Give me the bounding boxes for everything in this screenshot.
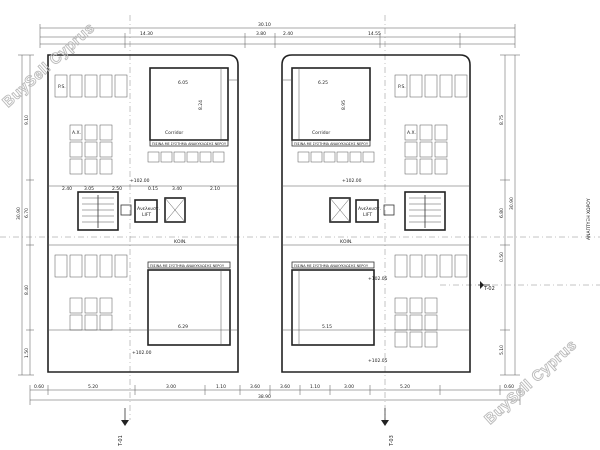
right-storage-row	[297, 151, 375, 163]
dim-bottom-9: 5.20	[400, 384, 410, 390]
level-mark-4: +102.05	[368, 276, 388, 282]
room-dim-right-lower-w: 5.15	[322, 324, 332, 330]
room-dim-right-upper-h: 8.95	[341, 100, 347, 110]
bottom-dimension-lines	[29, 385, 521, 405]
parking-label: P.S.	[58, 84, 66, 90]
right-building	[281, 54, 471, 373]
storage-label: Α.Χ.	[72, 130, 81, 136]
lift-label-left: Ανελκυστ.	[137, 206, 160, 212]
dim-left-1: 9.10	[24, 115, 30, 125]
left-upper-parking	[54, 74, 128, 175]
dim-right-4: 5.10	[499, 345, 505, 355]
section-label-bottom-right: T-03	[389, 435, 395, 447]
dim-right-1: 8.75	[499, 115, 505, 125]
lift-sub-right: LIFT	[363, 212, 372, 218]
pool-label-right-upper: ΠΙΣΙΝΑ ΜΕ ΣΥΣΤΗΜΑ ΑΝΑΚΥΚΛΩΣΗΣ ΝΕΡΟΥ	[294, 142, 369, 146]
inner-dim-6: 2.10	[210, 186, 220, 192]
section-label-right: T-02	[483, 286, 495, 292]
dim-right-2: 6.80	[499, 208, 505, 218]
corridor-right: Corridor	[312, 130, 330, 136]
watermark-top-left: BuySell Cyprus	[0, 19, 98, 111]
dim-left-3: 8.40	[24, 285, 30, 295]
center-tag-right: ΚΟΙΝ.	[340, 239, 353, 245]
pool-label-right-lower: ΠΙΣΙΝΑ ΜΕ ΣΥΣΤΗΜΑ ΑΝΑΚΥΚΛΩΣΗΣ ΝΕΡΟΥ	[294, 264, 369, 268]
dim-overall-top: 30.10	[258, 22, 271, 28]
corridor-left: Corridor	[165, 130, 183, 136]
dim-bottom-2: 5.20	[88, 384, 98, 390]
right-margin-note: ΑΝΑΠΤΥΞΗ ΧΩΡΟΥ	[586, 198, 592, 240]
dim-bottom-3: 3.00	[166, 384, 176, 390]
center-tag-left: ΚΟΙΝ.	[174, 239, 187, 245]
section-marker-bottom-left	[121, 408, 129, 426]
storage-label: Α.Χ.	[407, 130, 416, 136]
dim-top-1: 14.30	[140, 31, 153, 37]
room-dim-left-upper-h: 8.24	[198, 100, 204, 110]
dim-top-4: 14.55	[368, 31, 381, 37]
dim-left-total: 30.90	[16, 207, 22, 220]
section-marker-right	[478, 281, 490, 289]
top-dimension-lines	[39, 24, 516, 48]
level-mark-5: +102.05	[368, 358, 388, 364]
dim-top-3: 2.40	[283, 31, 293, 37]
room-dim-left-lower-w: 6.29	[178, 324, 188, 330]
room-dim-left-upper-w: 6.05	[178, 80, 188, 86]
dim-bottom-8: 3.00	[344, 384, 354, 390]
inner-dim-2: 3.05	[84, 186, 94, 192]
left-dimension-lines	[18, 54, 34, 376]
inner-dim-5: 3.40	[172, 186, 182, 192]
dim-bottom-4: 1.10	[216, 384, 226, 390]
left-lower-parking	[54, 254, 128, 331]
inner-dim-1: 2.40	[62, 186, 72, 192]
level-mark-3: +102.00	[132, 350, 152, 356]
left-storage-row	[147, 151, 225, 163]
dim-bottom-5: 3.60	[250, 384, 260, 390]
axis-lines	[0, 15, 600, 420]
dim-left-4: 1.50	[24, 348, 30, 358]
lift-sub-left: LIFT	[142, 212, 151, 218]
pool-label-left-upper: ΠΙΣΙΝΑ ΜΕ ΣΥΣΤΗΜΑ ΑΝΑΚΥΚΛΩΣΗΣ ΝΕΡΟΥ	[152, 142, 227, 146]
level-mark-1: +102.00	[130, 178, 150, 184]
right-lower-parking	[394, 254, 468, 348]
pool-label-left-lower: ΠΙΣΙΝΑ ΜΕ ΣΥΣΤΗΜΑ ΑΝΑΚΥΚΛΩΣΗΣ ΝΕΡΟΥ	[150, 264, 225, 268]
parking-label: P.S.	[398, 84, 406, 90]
dim-bottom-7: 1.10	[310, 384, 320, 390]
room-dim-right-upper-w: 6.25	[318, 80, 328, 86]
watermark-bottom-right: BuySell Cyprus	[481, 336, 580, 428]
dim-bottom-10: 0.60	[504, 384, 514, 390]
lift-label-right: Ανελκυστ.	[358, 206, 381, 212]
dim-bottom-6: 3.60	[280, 384, 290, 390]
section-marker-bottom-right	[381, 408, 389, 426]
inner-dim-4: 0.15	[148, 186, 158, 192]
dim-right-3: 0.50	[499, 252, 505, 262]
inner-dim-3: 2.50	[112, 186, 122, 192]
right-upper-parking	[394, 74, 468, 175]
dim-left-2: 6.70	[24, 208, 30, 218]
dim-bottom-1: 0.60	[34, 384, 44, 390]
right-dimension-lines	[500, 54, 520, 376]
section-label-bottom-left: T-01	[118, 435, 124, 447]
dim-right-total: 30.90	[509, 197, 515, 210]
level-mark-2: +102.00	[342, 178, 362, 184]
dim-top-2: 3.80	[256, 31, 266, 37]
dim-overall-bottom: 38.90	[258, 394, 271, 400]
left-building	[47, 54, 239, 373]
